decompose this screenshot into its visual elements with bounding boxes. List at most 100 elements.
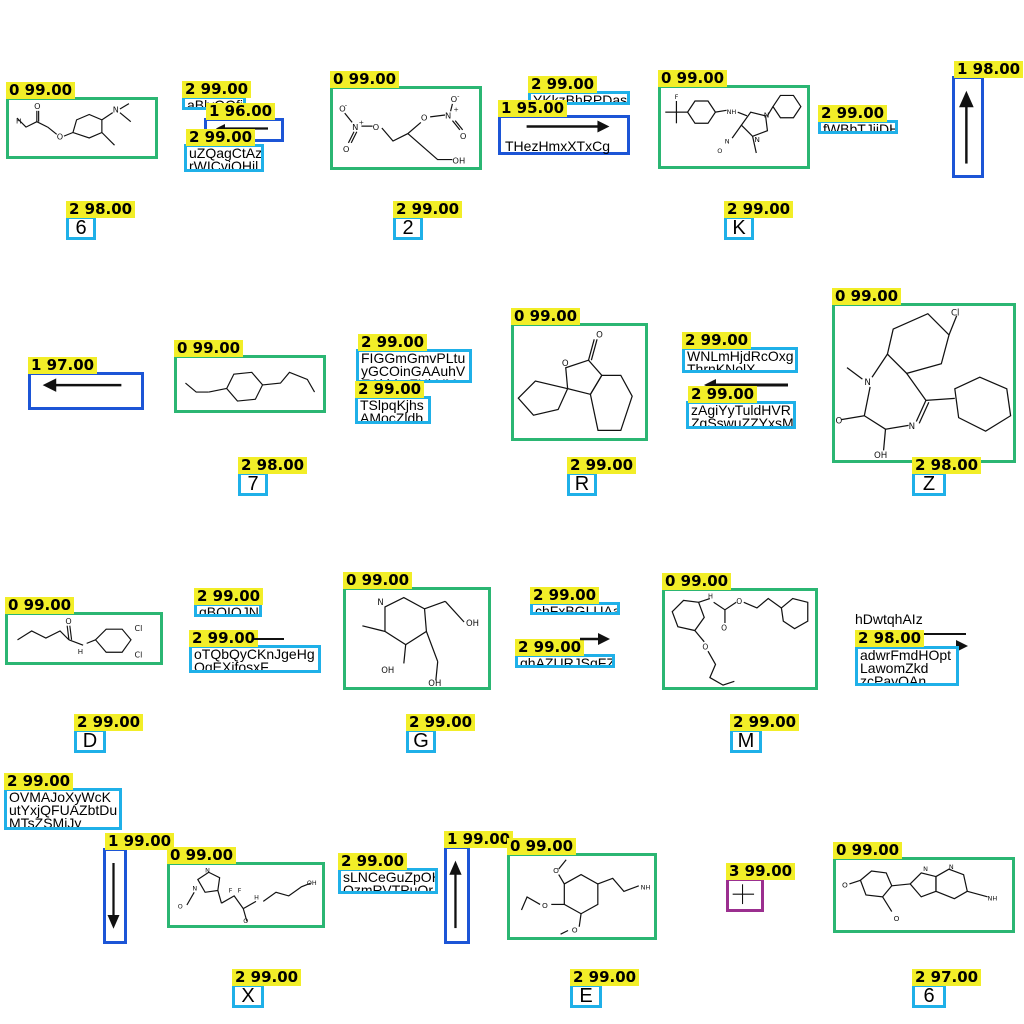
svg-text:O: O [421, 113, 428, 123]
label-box: D [74, 729, 106, 753]
molecule-structure: O O [517, 330, 633, 432]
svg-text:OH: OH [874, 451, 887, 460]
label-box: G [406, 729, 436, 753]
confidence-tag: 2 99.00 [818, 105, 888, 122]
svg-text:F: F [229, 887, 233, 894]
molecule-structure: N N O F F O H OH [178, 867, 317, 925]
label-box: 2 [393, 216, 423, 240]
arrow-box [444, 846, 470, 944]
confidence-tag: 2 99.00 [358, 334, 428, 351]
text-box: adwrFmdHOpt LawomZkd zcPayQAn [855, 646, 959, 686]
confidence-tag: 2 99.00 [528, 76, 598, 93]
label-box: M [730, 729, 762, 753]
svg-text:O: O [842, 881, 848, 890]
confidence-tag: 2 99.00 [186, 129, 256, 146]
confidence-tag: 0 99.00 [511, 308, 581, 325]
svg-text:O: O [894, 914, 900, 923]
molecule-structure: O H Cl Cl [17, 617, 143, 660]
svg-text:OH: OH [466, 618, 479, 628]
confidence-tag: 2 99.00 [688, 386, 758, 403]
label-box: Z [912, 472, 946, 496]
arrow-box [952, 76, 984, 178]
right-arrow-icon [526, 120, 610, 133]
molecule-box: Cl N O N OH [832, 303, 1016, 463]
confidence-tag: 2 99.00 [515, 639, 585, 656]
text-box: sLNCeGuZpOH OzmRVTPuOr [338, 868, 438, 894]
svg-text:Cl: Cl [135, 624, 143, 633]
label-box: 6 [66, 216, 96, 240]
confidence-tag: 2 99.00 [682, 332, 752, 349]
molecule-box [174, 355, 326, 413]
svg-text:+: + [453, 105, 458, 113]
label-box: 7 [238, 472, 268, 496]
left-arrow-icon [42, 378, 122, 392]
svg-text:O: O [572, 925, 578, 934]
line-icon [254, 638, 284, 640]
svg-text:O: O [339, 103, 346, 113]
label-box: R [567, 472, 597, 496]
confidence-tag: 2 99.00 [194, 588, 264, 605]
svg-text:N: N [445, 111, 451, 121]
confidence-tag: 2 98.00 [912, 457, 982, 474]
svg-text:N: N [923, 865, 928, 873]
confidence-tag: 2 99.00 [570, 969, 640, 986]
svg-text:O: O [717, 147, 722, 155]
confidence-tag: 2 97.00 [912, 969, 982, 986]
confidence-tag: 2 99.00 [393, 201, 463, 218]
up-arrow-icon [959, 90, 974, 164]
text-box: qhAZURJSqFZ [515, 654, 615, 668]
confidence-tag: 0 99.00 [5, 597, 75, 614]
confidence-tag: 2 99.00 [232, 969, 302, 986]
svg-text:O: O [835, 416, 842, 426]
molecule-structure: O- N+ O O O N+ O- O OH [339, 92, 467, 165]
svg-text:N: N [377, 597, 383, 607]
confidence-tag: 1 96.00 [206, 103, 276, 120]
arrow-box: THezHmxXTxCg [498, 115, 630, 155]
up-arrow-icon [449, 860, 462, 929]
svg-text:O: O [460, 131, 467, 141]
confidence-tag: 0 99.00 [330, 71, 400, 88]
confidence-tag: 1 95.00 [498, 100, 568, 117]
arrow-text: THezHmxXTxCg [505, 138, 611, 154]
svg-text:O: O [562, 359, 569, 369]
confidence-tag: 0 99.00 [6, 82, 76, 99]
confidence-tag: 0 99.00 [167, 847, 237, 864]
svg-text:O: O [178, 904, 183, 911]
molecule-box: O- N+ O O O N+ O- O OH [330, 86, 482, 170]
text-box: qBOIOJNr [194, 603, 262, 617]
svg-text:N: N [754, 135, 760, 144]
confidence-tag: 2 99.00 [530, 587, 600, 604]
text-box: uZQagCtAz rWICvjOHjl [184, 144, 264, 172]
svg-text:O: O [736, 597, 742, 606]
confidence-tag: 2 99.00 [189, 630, 259, 647]
confidence-tag: 2 99.00 [182, 81, 252, 98]
svg-text:-: - [457, 92, 460, 100]
cross-icon [732, 884, 755, 905]
svg-text:OH: OH [428, 678, 441, 687]
text-box: TSlpqKjhs AMocZldb [355, 396, 431, 424]
text-box: OVMAJoXyWcK utYxjQFUAZbtDu MTsZSMjJy [4, 788, 122, 830]
confidence-tag: 0 99.00 [658, 70, 728, 87]
confidence-tag: 0 99.00 [174, 340, 244, 357]
svg-text:N: N [113, 105, 119, 115]
confidence-tag: 0 99.00 [343, 572, 413, 589]
confidence-tag: 2 99.00 [406, 714, 476, 731]
arrow-box [103, 848, 127, 944]
molecule-box: N N O F F O H OH [167, 862, 325, 928]
other-box [726, 878, 764, 912]
molecule-box: N OH OH OH [343, 587, 491, 690]
svg-text:Cl: Cl [951, 309, 959, 319]
svg-text:O: O [721, 624, 727, 633]
text-box: WNLmHjdRcOxg ThrnKNolX [682, 347, 798, 373]
molecule-structure [185, 371, 316, 402]
molecule-structure: Cl N O N OH [835, 309, 1012, 460]
svg-text:N: N [205, 867, 210, 874]
svg-text:N: N [864, 378, 870, 388]
confidence-tag: 2 99.00 [4, 773, 74, 790]
svg-text:-: - [345, 102, 348, 110]
confidence-tag: 1 99.00 [105, 833, 175, 850]
label-box: X [232, 984, 264, 1008]
svg-text:NH: NH [727, 108, 737, 116]
text-box: fWBbTJjiDH [818, 120, 898, 134]
confidence-tag: 1 98.00 [954, 61, 1024, 78]
